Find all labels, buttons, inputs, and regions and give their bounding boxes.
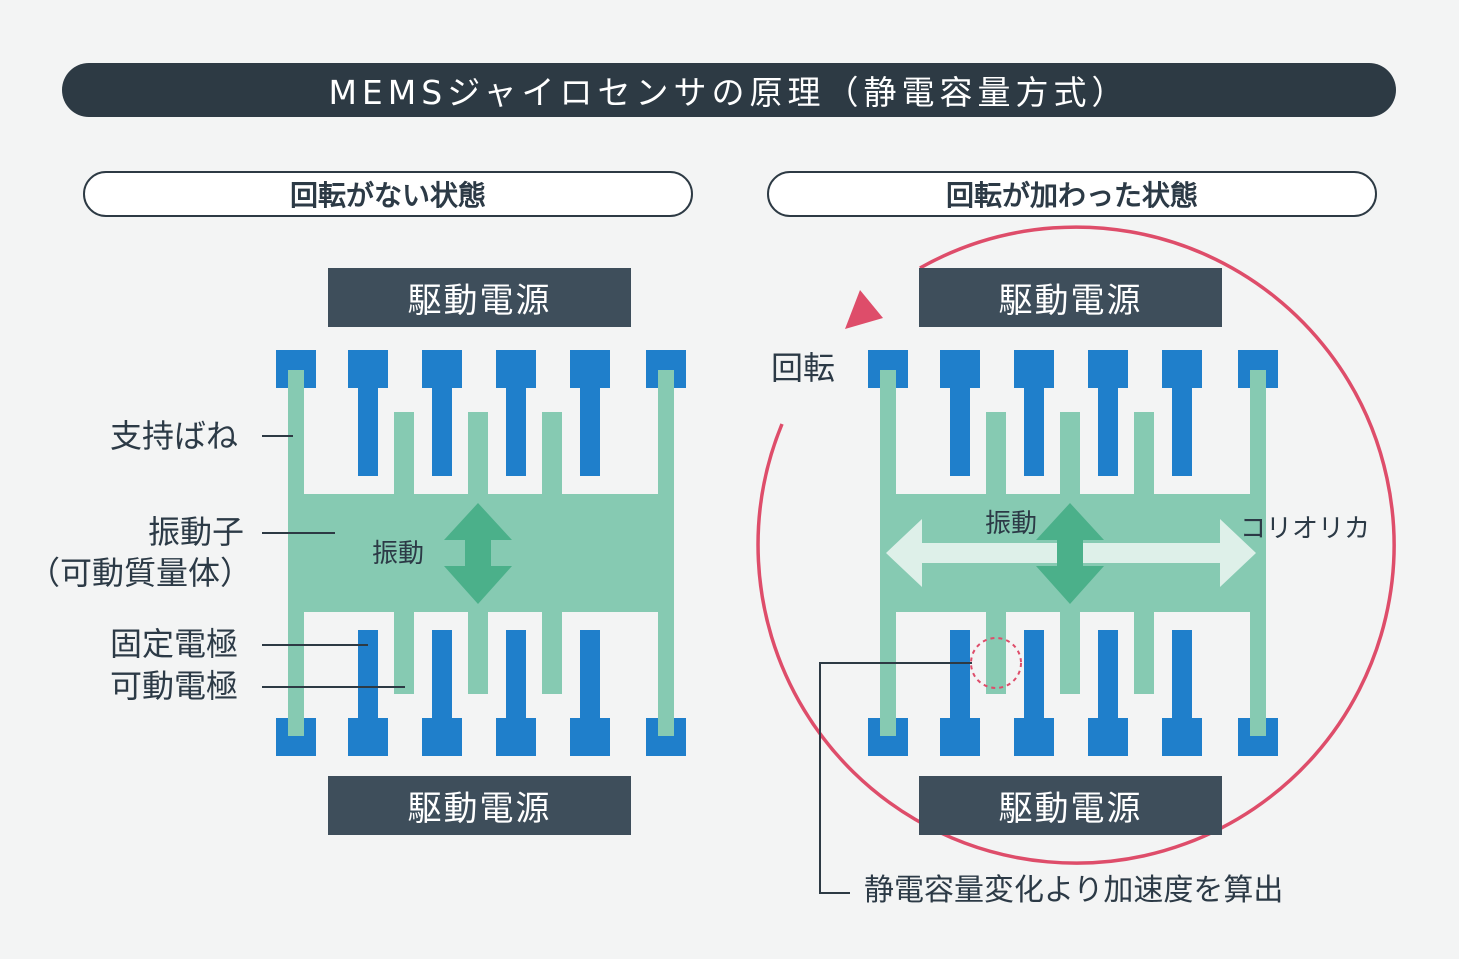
fixed-electrode-finger-top — [580, 386, 600, 476]
leader-calc — [819, 662, 972, 894]
support-spring-right — [1250, 370, 1266, 736]
fixed-electrode-finger-bottom — [506, 630, 526, 720]
movable-electrode-finger-bottom — [1060, 610, 1080, 694]
fixed-electrode-finger-bottom — [358, 630, 378, 720]
fixed-electrode-pad-top — [496, 350, 536, 388]
fixed-electrode-finger-bottom — [1024, 630, 1044, 720]
fixed-electrode-finger-top — [358, 386, 378, 476]
fixed-electrode-finger-top — [1098, 386, 1118, 476]
fixed-electrode-pad-bottom — [422, 718, 462, 756]
capacitance-highlight-circle — [970, 637, 1022, 689]
support-spring-left — [288, 370, 304, 736]
fixed-electrode-finger-top — [432, 386, 452, 476]
fixed-electrode-pad-bottom — [940, 718, 980, 756]
fixed-electrode-pad-bottom — [1162, 718, 1202, 756]
movable-electrode-finger-bottom — [542, 610, 562, 694]
fixed-electrode-pad-top — [1088, 350, 1128, 388]
fixed-electrode-finger-bottom — [950, 630, 970, 720]
fixed-electrode-finger-bottom — [1172, 630, 1192, 720]
label-fixed-electrode: 固定電極 — [110, 625, 239, 663]
fixed-electrode-pad-top — [348, 350, 388, 388]
left-power-bottom: 駆動電源 — [328, 776, 631, 835]
fixed-electrode-finger-bottom — [1098, 630, 1118, 720]
label-coriolis: コリオリカ — [1240, 514, 1371, 544]
left-panel-heading: 回転がない状態 — [83, 171, 693, 217]
rotation-circle — [756, 225, 1396, 865]
fixed-electrode-pad-top — [940, 350, 980, 388]
label-support-spring: 支持ばね — [110, 417, 239, 455]
fixed-electrode-finger-top — [1024, 386, 1044, 476]
fixed-electrode-finger-bottom — [580, 630, 600, 720]
movable-electrode-finger-bottom — [1134, 610, 1154, 694]
label-oscillator: 振動子 — [148, 513, 245, 551]
movable-electrode-finger-top — [542, 412, 562, 496]
movable-electrode-finger-top — [1060, 412, 1080, 496]
movable-electrode-finger-top — [394, 412, 414, 496]
fixed-electrode-pad-bottom — [496, 718, 536, 756]
movable-electrode-finger-bottom — [394, 610, 414, 694]
fixed-electrode-pad-top — [1162, 350, 1202, 388]
right-power-bottom: 駆動電源 — [919, 776, 1222, 835]
right-sensor-structure — [868, 350, 1278, 756]
fixed-electrode-finger-top — [1172, 386, 1192, 476]
fixed-electrode-pad-top — [570, 350, 610, 388]
rotation-arrowhead — [845, 290, 883, 329]
support-spring-right — [658, 370, 674, 736]
vibration-arrow — [1036, 503, 1104, 604]
movable-electrode-finger-bottom — [468, 610, 488, 694]
right-power-top: 駆動電源 — [919, 268, 1222, 327]
movable-electrode-finger-top — [986, 412, 1006, 496]
movable-electrode-finger-top — [468, 412, 488, 496]
left-leader-lines — [262, 435, 405, 688]
page-title: MEMSジャイロセンサの原理（静電容量方式） — [62, 63, 1396, 117]
right-panel-heading: 回転が加わった状態 — [767, 171, 1377, 217]
movable-electrode-finger-top — [1134, 412, 1154, 496]
label-movable-electrode: 可動電極 — [110, 667, 239, 705]
fixed-electrode-pad-bottom — [570, 718, 610, 756]
right-annotations — [756, 225, 1396, 894]
fixed-electrode-pad-top — [422, 350, 462, 388]
fixed-electrode-finger-top — [506, 386, 526, 476]
fixed-electrode-pad-bottom — [1088, 718, 1128, 756]
vibration-arrow — [444, 503, 512, 604]
fixed-electrode-pad-top — [1014, 350, 1054, 388]
label-vibration-left: 振動 — [372, 539, 425, 569]
left-sensor-structure — [276, 350, 686, 756]
label-movable-mass: （可動質量体） — [28, 554, 253, 592]
label-vibration-right: 振動 — [985, 509, 1038, 539]
fixed-electrode-pad-bottom — [1014, 718, 1054, 756]
movable-electrode-finger-bottom — [986, 610, 1006, 694]
fixed-electrode-finger-top — [950, 386, 970, 476]
left-power-top: 駆動電源 — [328, 268, 631, 327]
fixed-electrode-pad-bottom — [348, 718, 388, 756]
label-rotation: 回転 — [771, 349, 836, 387]
label-capacitance-calc: 静電容量変化より加速度を算出 — [864, 873, 1284, 908]
fixed-electrode-finger-bottom — [432, 630, 452, 720]
